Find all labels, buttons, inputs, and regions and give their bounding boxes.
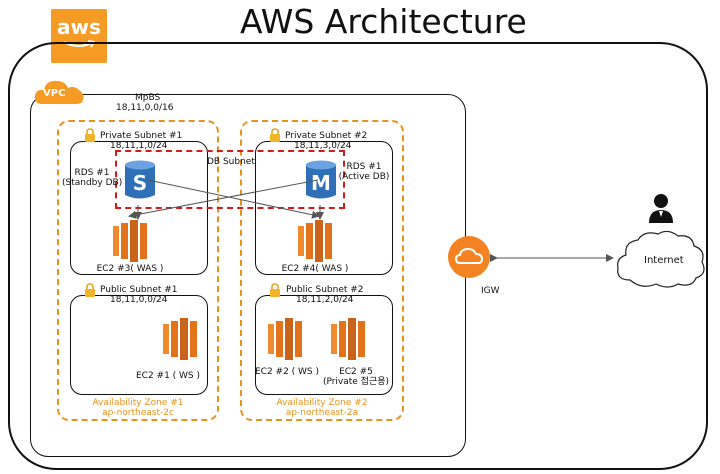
rds-database-icon: S bbox=[125, 160, 155, 199]
ec2-1-label: EC2 #1 ( WS ) bbox=[135, 371, 201, 381]
rds-active-label: RDS #1 bbox=[346, 162, 382, 172]
ec2-instance-icon bbox=[163, 318, 197, 360]
ec2-instance-icon bbox=[268, 318, 302, 360]
internet-cloud-icon bbox=[617, 230, 705, 288]
ec2-3-label: EC2 #3( WAS ) bbox=[96, 264, 164, 274]
vpc-cidr: 18,11,0,0/16 bbox=[116, 103, 174, 113]
ec2-5-label: EC2 #5 bbox=[339, 367, 373, 377]
availability-zone-2 bbox=[240, 120, 404, 421]
public-subnet-2-cidr: 18,11,2,0/24 bbox=[296, 295, 354, 305]
internet-label: Internet bbox=[644, 255, 684, 266]
aws-logo-icon: aws bbox=[51, 9, 107, 63]
rds-standby-label: RDS #1 bbox=[74, 168, 110, 178]
az2-label: Availability Zone #2 bbox=[276, 398, 368, 408]
rds-database-icon: M bbox=[306, 160, 336, 199]
vpc-badge-label: VPC bbox=[43, 88, 66, 99]
ec2-instance-icon bbox=[113, 220, 147, 262]
vpc-name: MpBS bbox=[135, 93, 161, 103]
lock-icon bbox=[270, 128, 280, 142]
rds-active-letter: M bbox=[311, 171, 331, 195]
ec2-instance-icon bbox=[298, 220, 332, 262]
availability-zone-1 bbox=[57, 120, 219, 421]
az2-region: ap-northeast-2a bbox=[285, 408, 359, 418]
ec2-4-label: EC2 #4( WAS ) bbox=[281, 264, 349, 274]
aws-logo-text: aws bbox=[57, 15, 101, 39]
igw-label: IGW bbox=[481, 286, 500, 296]
rds-active-sub: (Active DB) bbox=[338, 172, 390, 182]
vpc-cloud-icon bbox=[34, 80, 84, 104]
rds-standby-sub: (Standby DB) bbox=[62, 178, 123, 188]
public-subnet-1-cidr: 18,11,0,0/24 bbox=[110, 295, 168, 305]
private-subnet-2-name: Private Subnet #2 bbox=[285, 131, 368, 141]
user-icon bbox=[649, 194, 673, 223]
page-title: AWS Architecture bbox=[240, 2, 527, 41]
rds-standby-letter: S bbox=[133, 171, 147, 195]
ec2-5-sub: (Private 접근용) bbox=[322, 377, 390, 387]
public-subnet-1-name: Public Subnet #1 bbox=[100, 285, 178, 295]
private-subnet-2-cidr: 18,11,3,0/24 bbox=[294, 141, 352, 151]
igw-cloud-icon bbox=[448, 236, 490, 278]
lock-icon bbox=[270, 283, 280, 297]
aws-cloud-boundary bbox=[8, 42, 708, 470]
ec2-2-label: EC2 #2 ( WS ) bbox=[254, 367, 320, 377]
private-subnet-1-cidr: 18,11,1,0/24 bbox=[110, 141, 168, 151]
az1-label: Availability Zone #1 bbox=[92, 398, 184, 408]
private-subnet-1-name: Private Subnet #1 bbox=[100, 131, 183, 141]
ec2-instance-icon bbox=[331, 318, 365, 360]
lock-icon bbox=[85, 128, 95, 142]
lock-icon bbox=[85, 283, 95, 297]
public-subnet-2-name: Public Subnet #2 bbox=[286, 285, 364, 295]
db-subnet-label: DB Subnet bbox=[207, 157, 255, 167]
az1-region: ap-northeast-2c bbox=[102, 408, 174, 418]
